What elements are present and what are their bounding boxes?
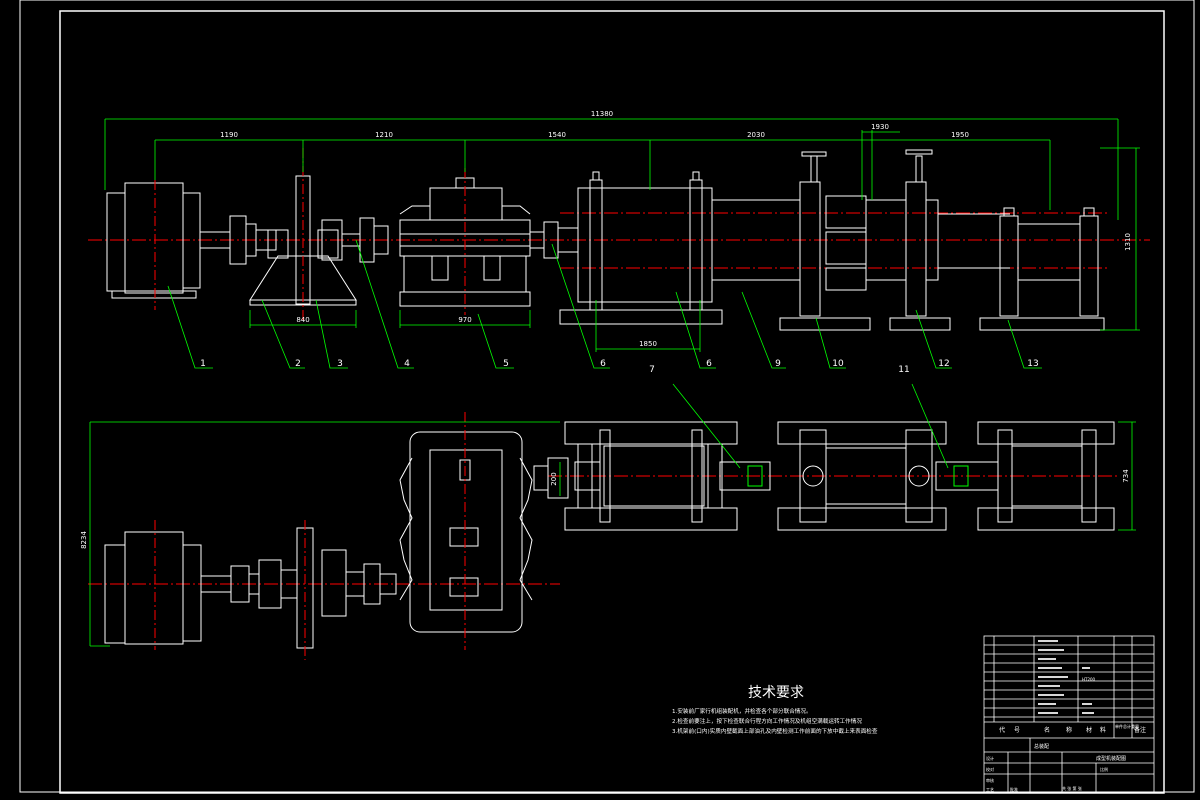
callout-11: 11 <box>898 365 909 375</box>
plan-view <box>88 412 1120 660</box>
tech-req-line: 2.检查前要注上，按下检查联合行程方向工作情况及机组空满载运转工作情况 <box>672 717 862 725</box>
tb-header: 号 <box>1014 727 1020 734</box>
part-numbers: 1 2 3 4 5 6 6 9 10 12 13 7 11 <box>200 359 1039 375</box>
dim-seg-5: 1930 <box>871 123 889 131</box>
dim-seg-3: 1540 <box>548 131 566 139</box>
title-block <box>983 635 1155 794</box>
roll-stand-1 <box>559 171 723 325</box>
dim-gearbox: 970 <box>458 316 471 324</box>
gearbox-plan <box>399 412 533 650</box>
roll-stands-plan <box>564 421 1115 531</box>
tb-header-extra: 单件总计重量 <box>1115 723 1139 729</box>
part-number: 12 <box>938 359 949 369</box>
inner-border <box>59 10 1165 794</box>
part-number: 6 <box>600 359 606 369</box>
title-block-text: 代 号 名 称 材 料 备注 单件总计重量 HT200 总装配 成型机装配图 设… <box>986 677 1146 792</box>
roll-stand-2 <box>779 151 871 331</box>
tech-req-title: 技术要求 <box>748 685 804 701</box>
tb-drawing-name: 成型机装配图 <box>1096 755 1126 762</box>
callout-7: 7 <box>649 365 655 375</box>
bearing-stand <box>249 148 357 320</box>
part-number: 6 <box>706 359 712 369</box>
dim-roll: 1850 <box>639 340 657 348</box>
tb-sig-label: 校对 <box>986 766 994 772</box>
tech-req-line: 1.安装前厂家行机组装配机，并检查各个部分联合情况。 <box>672 707 812 715</box>
part-number: 2 <box>295 359 301 369</box>
tb-header: 料 <box>1100 726 1106 734</box>
dim-overall: 11380 <box>591 110 613 118</box>
tb-sig-label: 审核 <box>986 777 994 783</box>
dim-height: 1310 <box>1124 233 1132 251</box>
gearbox <box>399 168 531 315</box>
plan-dimension-text: 8234 734 200 <box>80 469 1130 549</box>
tb-sig-label: 批准 <box>1010 786 1018 792</box>
roll-stand-3 <box>889 149 951 331</box>
tech-req-line: 3.机架前(口内)实质内壁截面上部油孔及内壁检测工作前面的下放中截上来表面检查 <box>672 727 878 735</box>
dim-seg-2: 1210 <box>375 131 393 139</box>
tb-sig-label: 工艺 <box>986 787 994 792</box>
elevation-dimensions <box>104 118 1140 369</box>
motor <box>106 180 201 310</box>
tb-header: 名 <box>1044 726 1050 734</box>
dim-plan-width: 8234 <box>80 531 88 549</box>
dim-plan-right: 734 <box>1122 469 1130 483</box>
dim-seg-4: 2030 <box>747 131 765 139</box>
tb-header: 备注 <box>1134 726 1146 734</box>
tb-assembly-label: 总装配 <box>1034 743 1049 750</box>
tb-header: 代 <box>999 726 1005 734</box>
plan-dimensions <box>89 383 1136 647</box>
tb-header: 材 <box>1086 726 1092 734</box>
end-stand <box>979 207 1105 331</box>
dim-stand: 840 <box>296 316 309 324</box>
elevation-dimension-text: 11380 1190 1210 1540 2030 1930 1950 1310… <box>220 110 1132 348</box>
tb-material-ref: HT200 <box>1082 677 1096 682</box>
part-number: 4 <box>404 359 410 369</box>
tb-scale-label: 比例 <box>1100 766 1108 772</box>
technical-requirements: 技术要求 1.安装前厂家行机组装配机，并检查各个部分联合情况。 2.检查前要注上… <box>672 685 878 735</box>
tb-header: 称 <box>1066 726 1072 734</box>
part-number: 9 <box>775 359 781 369</box>
title-block-fills <box>1038 640 1094 714</box>
outer-border <box>19 0 1195 793</box>
tb-sig-label: 设计 <box>986 755 994 761</box>
part-number: 10 <box>832 359 844 369</box>
dim-plan-small: 200 <box>550 472 558 485</box>
dim-seg-6: 1950 <box>951 131 969 139</box>
part-number: 5 <box>503 359 509 369</box>
part-number: 3 <box>337 359 343 369</box>
dim-seg-1: 1190 <box>220 131 238 139</box>
part-number: 1 <box>200 359 206 369</box>
tb-sheet-label: 共 张 第 张 <box>1062 785 1082 791</box>
part-number: 13 <box>1027 359 1038 369</box>
elevation-view <box>88 148 1150 331</box>
